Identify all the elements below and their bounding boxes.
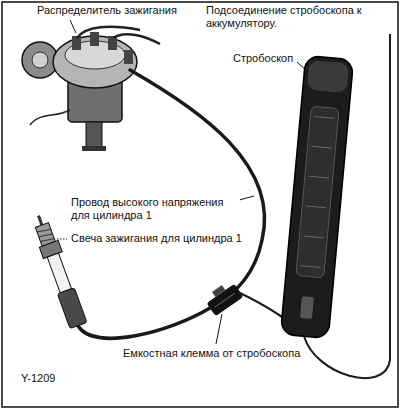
part-label: Емкостная клемма от стробоскопа (122, 347, 301, 360)
vacuum-nipple (32, 52, 48, 68)
cap-tower (90, 32, 99, 46)
spark-plug-drawing (29, 212, 88, 329)
clamp-jaw (212, 285, 225, 297)
plug-electrode (37, 215, 43, 225)
part-label: Стробоскоп (232, 52, 294, 65)
cap-tower (108, 36, 117, 50)
wire-stub (77, 27, 140, 38)
clamp-seam (215, 293, 235, 307)
leader-line (57, 239, 67, 240)
part-label: Распределитель зажигания (36, 4, 178, 17)
wire-stub (113, 34, 160, 44)
thread-line (39, 232, 53, 239)
strobe-body (280, 55, 353, 338)
shaft-drive (82, 146, 106, 151)
grip-rib (301, 266, 321, 268)
grip-rib (314, 116, 334, 118)
plug-insulator (47, 253, 71, 293)
grip-rib (309, 176, 329, 178)
distributor-drawing (22, 27, 160, 151)
strobe-lens (307, 60, 350, 94)
part-label: Свеча зажигания для цилиндра 1 (70, 232, 243, 245)
grip-rib (312, 146, 332, 148)
clamp-drawing (203, 279, 243, 317)
leader-line (216, 314, 222, 344)
primary-lead (30, 110, 70, 125)
plug-boot (57, 288, 87, 329)
cap-tower (124, 50, 133, 64)
strobe-grip (296, 106, 339, 278)
distributor-shaft (86, 122, 102, 148)
leader-line (70, 20, 76, 33)
thread-line (37, 227, 51, 234)
figure-number: Y-1209 (20, 372, 56, 385)
strobe-trigger (300, 296, 314, 319)
part-label: Провод высокого напряжения для цилиндра … (70, 196, 240, 222)
grip-rib (306, 206, 326, 208)
clamp-body (206, 284, 243, 317)
leader-line (297, 62, 308, 72)
strobe-drawing (280, 55, 353, 338)
part-label: Подсоединение стробоскопа к аккумулятору… (205, 4, 395, 30)
grip-rib (303, 236, 323, 238)
cap-tower (72, 36, 81, 50)
